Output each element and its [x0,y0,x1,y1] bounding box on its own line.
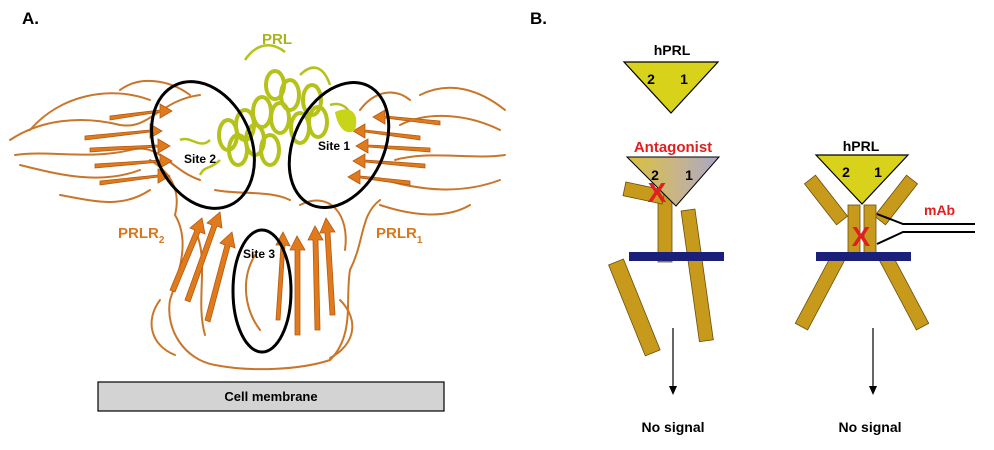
right-hprl-site-1: 1 [874,164,882,180]
site-3-ellipse [231,228,293,354]
prlr-1-subscript: 1 [417,235,423,246]
right-receptor-2-upper-arm [803,174,849,226]
panel-a-label: A. [22,9,39,28]
right-arrow-head [869,386,877,395]
left-receptor-1 [680,208,714,343]
mab-block-mark: X [852,221,871,252]
mab-label: mAb [924,202,955,218]
site-2-ellipse [150,80,256,210]
receptor-loops [9,79,506,371]
right-hprl-triangle [814,154,910,205]
panel-a: A. [9,9,506,412]
site-1-label: Site 1 [318,139,350,153]
left-hprl-triangle [622,61,720,114]
antagonist-site-1: 1 [685,167,693,183]
prl-helix-end [335,109,357,133]
right-receptor-1-upper-arm [873,174,919,226]
mab-antibody [876,213,975,245]
antagonist-site-2: 2 [651,167,659,183]
right-receptor-1-lower [878,252,930,331]
antagonist-scheme: hPRL 2 1 Antagonist 2 1 X No signal [608,42,724,435]
left-hprl-site-1: 1 [680,71,688,87]
right-hprl-label: hPRL [843,138,880,154]
panel-b: B. hPRL 2 1 Antagonist 2 1 X No signal [530,9,975,435]
antagonist-label: Antagonist [634,139,712,156]
left-receptor-2-head [622,181,666,205]
prlr-1-main: PRLR [376,225,417,242]
left-outcome-label: No signal [641,419,704,435]
right-outcome-label: No signal [838,419,901,435]
right-receptor-2-lower [794,252,846,331]
site-3-label: Site 3 [243,247,275,261]
left-hprl-site-2: 2 [647,71,655,87]
antagonist-triangle [625,156,721,207]
antagonist-block-mark: X [648,177,667,208]
cell-membrane [97,381,445,412]
right-membrane-bar [816,252,911,261]
site-ellipses [150,80,391,354]
site-2-label: Site 2 [184,152,216,166]
prlr-2-label: PRLR2 [118,225,165,246]
right-hprl-site-2: 2 [842,164,850,180]
left-arrow-head [669,386,677,395]
left-membrane-bar [629,252,724,261]
mab-scheme: hPRL 2 1 mAb X No signal [794,138,975,435]
prlr-2-subscript: 2 [159,235,165,246]
prlr-2-main: PRLR [118,225,159,242]
receptor-strands [84,103,441,336]
prl-helices [179,44,353,176]
cell-membrane-label: Cell membrane [224,389,317,404]
prl-label: PRL [262,31,292,48]
site-1-ellipse [287,80,391,210]
panel-b-label: B. [530,9,547,28]
left-hprl-label: hPRL [654,42,691,58]
left-receptor-2-lower [608,258,661,357]
prlr-1-label: PRLR1 [376,225,423,246]
